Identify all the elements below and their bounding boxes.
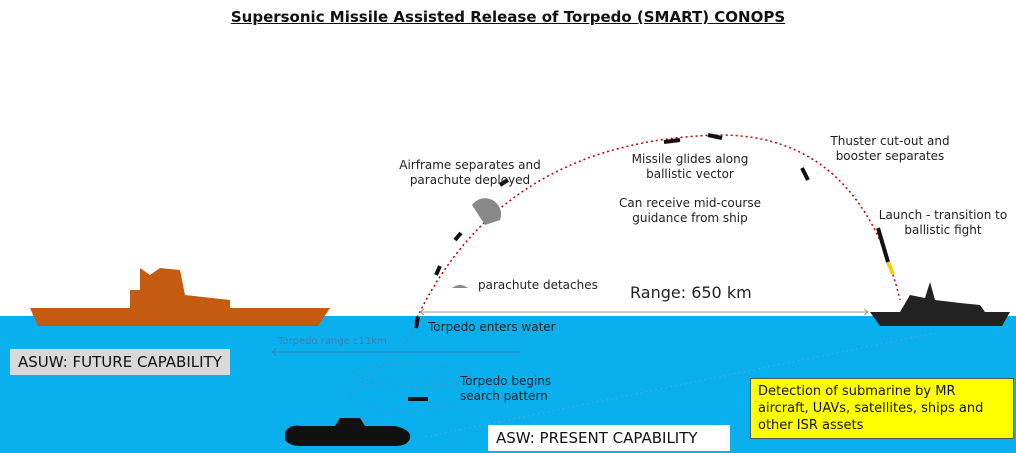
detached-parachute-icon: [452, 285, 468, 288]
label-airframe: Airframe separates and parachute deploye…: [399, 158, 541, 187]
missile-trajectory: [414, 134, 901, 323]
detection-box: Detection of submarine by MR aircraft, U…: [750, 378, 1014, 439]
asuw-box: ASUW: FUTURE CAPABILITY: [10, 349, 230, 375]
asw-box: ASW: PRESENT CAPABILITY: [488, 425, 730, 451]
label-enters-water: Torpedo enters water: [428, 320, 556, 334]
detection-link: [424, 332, 936, 438]
label-range: Range: 650 km: [630, 283, 752, 302]
label-thruster: Thuster cut-out and booster separates: [830, 134, 950, 163]
label-torpedo-range: Torpedo range c11km: [278, 336, 387, 347]
label-midcourse: Can receive mid-course guidance from shi…: [619, 196, 761, 225]
submarine-icon: [285, 418, 411, 446]
range-arrow: [419, 308, 869, 316]
label-glide: Missile glides along ballistic vector: [631, 152, 749, 181]
frigate-icon: [870, 282, 1010, 326]
search-pattern: [349, 324, 471, 412]
diagram-title: Supersonic Missile Assisted Release of T…: [230, 8, 786, 26]
missile-segments: [408, 133, 890, 401]
label-parachute-detaches: parachute detaches: [478, 278, 598, 292]
label-launch: Launch - transition to ballistic fight: [878, 208, 1008, 237]
parachute-icon: [472, 198, 502, 225]
enemy-ship-icon: [30, 268, 330, 326]
torpedo-range-arrow: [271, 348, 520, 356]
booster-flame: [886, 261, 895, 275]
label-search: Torpedo begins search pattern: [460, 374, 552, 403]
